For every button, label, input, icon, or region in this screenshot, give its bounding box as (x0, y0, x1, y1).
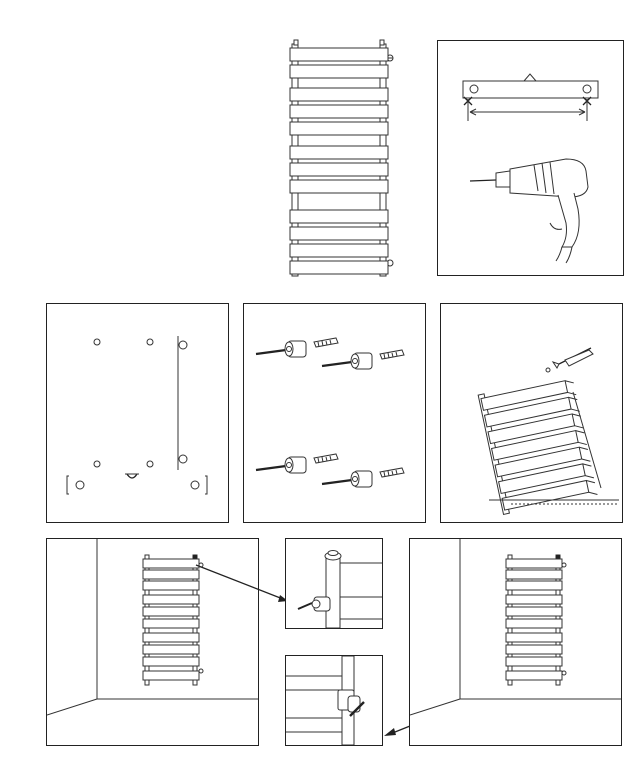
radiator-panel-bar (289, 226, 389, 241)
radiator-panel-bar (142, 670, 200, 681)
radiator-panel-bar (289, 104, 389, 119)
radiator-panel-bar (289, 121, 389, 136)
radiator-panel-bar (498, 463, 586, 495)
radiator-panel-bar (289, 47, 389, 62)
bracket-set-icon (255, 337, 339, 358)
radiator-panel-bar (289, 162, 389, 177)
bracket-set-icon (255, 453, 339, 474)
radiator-panel-bar (289, 64, 389, 79)
radiator-panel-bar (505, 656, 563, 667)
radiator-panel-bar (505, 644, 563, 655)
wall-mounting-panel (46, 538, 259, 746)
radiator-panel-bar (142, 618, 200, 629)
radiator-panel-bar (505, 670, 563, 681)
radiator-panel-bar (487, 413, 576, 445)
radiator-panel-bar (142, 569, 200, 580)
radiator-panel-bar (505, 558, 563, 569)
radiator-overview (280, 38, 400, 283)
radiator-panel-bar (505, 632, 563, 643)
wall-brackets-panel (243, 303, 426, 523)
radiator-panel-bar (142, 580, 200, 591)
allen-key-icon (551, 347, 594, 369)
radiator-panel-bar (505, 569, 563, 580)
radiator-panel-bar (142, 594, 200, 605)
radiator-panel-bar (142, 644, 200, 655)
radiator-panel-bar (142, 632, 200, 643)
radiator-panel-bar (505, 580, 563, 591)
radiator-panel-bar (494, 446, 583, 478)
radiator-panel-bar (289, 243, 389, 258)
radiator-panel-bar (289, 260, 389, 275)
pointer-arrow-top (195, 564, 289, 602)
bracket-set-icon (321, 467, 405, 488)
drill-icon (469, 158, 589, 264)
radiator-panel-bar (505, 618, 563, 629)
mounted-radiator-panel (409, 538, 622, 746)
radiator-panel-bar (505, 594, 563, 605)
bracket-set-icon (321, 349, 405, 370)
radiator-panel-bar (490, 429, 579, 461)
marking-and-drilling-panel (437, 40, 624, 276)
bracket-detail-bottom-panel (285, 655, 383, 746)
radiator-panel-bar (289, 87, 389, 102)
radiator-panel-bar (480, 380, 569, 411)
radiator-panel-bar (483, 396, 572, 428)
radiator-panel-bar (289, 145, 389, 160)
bracket-detail-top-panel (285, 538, 383, 629)
hole-template-panel (46, 303, 229, 523)
radiator-panel-bar (505, 606, 563, 617)
radiator-panel-bar (289, 179, 389, 194)
attach-to-radiator-panel (440, 303, 623, 523)
radiator-panel-bar (142, 656, 200, 667)
radiator-panel-bar (501, 479, 590, 511)
radiator-panel-bar (289, 209, 389, 224)
radiator-panel-bar (142, 606, 200, 617)
